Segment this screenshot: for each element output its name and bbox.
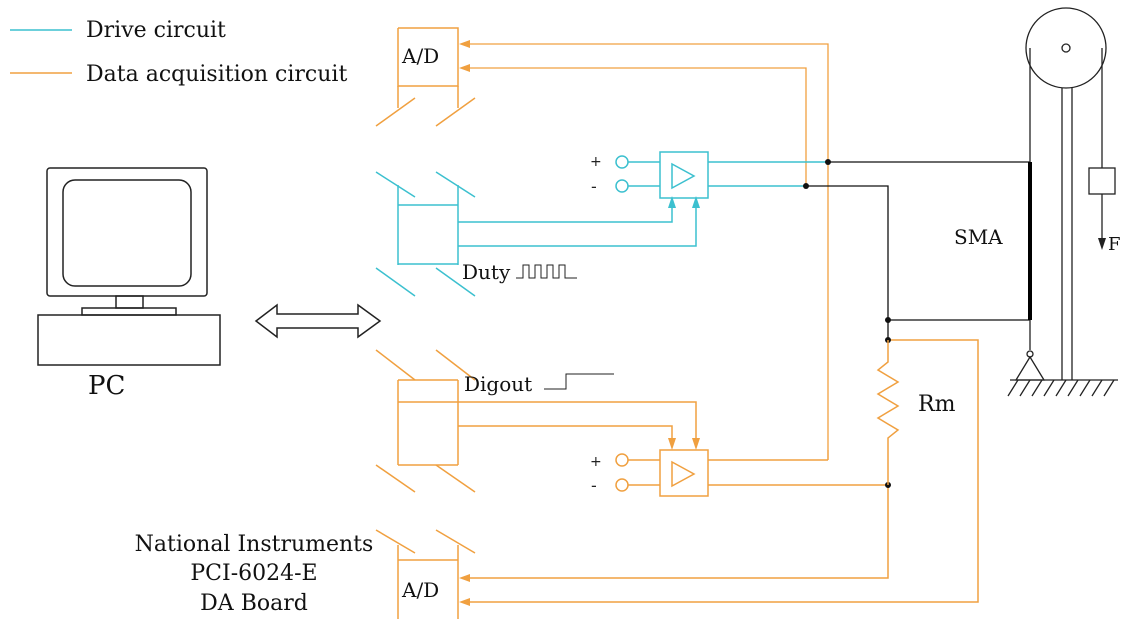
double-arrow-icon xyxy=(254,303,382,339)
legend: Drive circuit Data acquisition circuit xyxy=(10,18,347,87)
resistor-zigzag-icon xyxy=(876,340,900,485)
pc-label: PC xyxy=(88,371,125,401)
sma-label: SMA xyxy=(954,225,1003,249)
ad-top-inputs xyxy=(468,43,829,450)
drive-amplifier xyxy=(615,151,828,199)
acq-amp-plus-label: + xyxy=(590,454,602,470)
force-label: F xyxy=(1108,234,1121,255)
drive-amp-plus-label: + xyxy=(590,154,602,170)
acq-control-arrowhead xyxy=(692,438,700,450)
pulley-icon xyxy=(1025,7,1107,89)
weight-icon xyxy=(1088,167,1116,195)
acq-amplifier xyxy=(615,449,888,497)
board-name-line1: National Instruments xyxy=(135,532,374,557)
ad-top-arrowhead xyxy=(459,64,470,72)
junction-node xyxy=(825,159,831,165)
acq-amp-minus-label: - xyxy=(591,476,597,495)
drive-control-arrowhead xyxy=(692,196,700,208)
ad-top-label: A/D xyxy=(401,44,439,68)
pulley-mechanism xyxy=(1007,7,1118,397)
ad-top-arrowhead xyxy=(459,40,470,48)
force-arrowhead xyxy=(1098,238,1106,250)
duty-label: Duty xyxy=(462,260,511,284)
acquisition-bus-block xyxy=(375,349,697,493)
drive-amp-minus-label: - xyxy=(591,177,597,196)
drive-amp-triangle-icon xyxy=(671,162,696,190)
drive-control-arrowhead xyxy=(668,196,676,208)
ad-bottom-arrowhead xyxy=(459,574,470,582)
ad-bottom-label: A/D xyxy=(401,578,439,602)
ad-top-block xyxy=(375,27,476,127)
ad-bottom-block xyxy=(375,339,979,619)
board-name-line2: PCI-6024-E xyxy=(190,561,317,586)
junction-node xyxy=(803,183,809,189)
acq-amp-triangle-icon xyxy=(671,460,696,488)
rm-label: Rm xyxy=(918,392,956,417)
drive-bus-block xyxy=(375,171,697,297)
digout-label: Digout xyxy=(464,372,532,396)
legend-acquisition-label: Data acquisition circuit xyxy=(86,62,347,87)
pc-computer-icon xyxy=(37,167,221,366)
digout-step-waveform xyxy=(544,373,614,390)
sma-wiring xyxy=(806,161,1030,340)
acq-control-arrowhead xyxy=(668,438,676,450)
junction-node xyxy=(885,317,891,323)
legend-drive-label: Drive circuit xyxy=(86,18,226,43)
board-name-line3: DA Board xyxy=(200,591,308,616)
ad-bottom-arrowhead xyxy=(459,598,470,606)
ground-hatch-icon xyxy=(1007,379,1118,397)
duty-pulse-waveform xyxy=(516,264,577,279)
